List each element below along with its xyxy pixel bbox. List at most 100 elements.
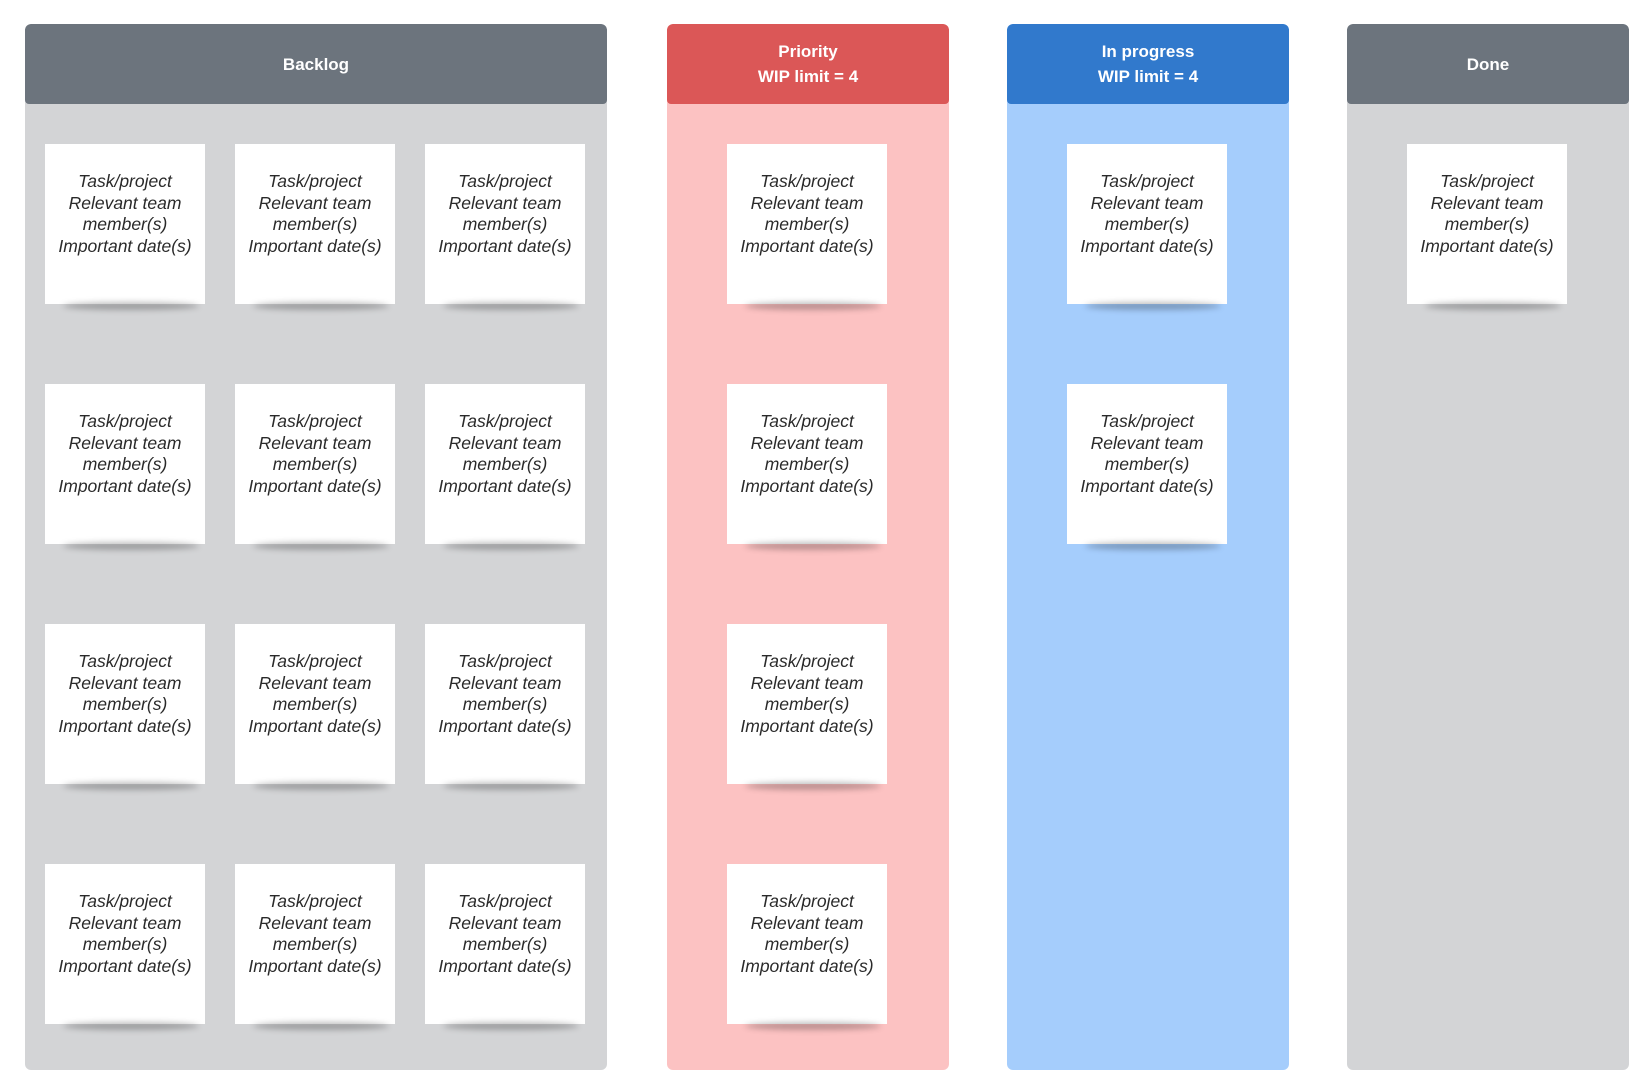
task-card-line4: Important date(s) [438, 715, 572, 736]
task-card-line3: member(s) [82, 214, 168, 234]
column-header-done: Done [1347, 24, 1629, 104]
task-card-line4: Important date(s) [1080, 475, 1214, 496]
task-card-line4: Important date(s) [1420, 235, 1554, 256]
task-card-line4: Important date(s) [248, 235, 382, 256]
column-title: Done [1466, 54, 1510, 74]
task-card-line2: Relevant team [258, 192, 372, 213]
task-card-line1: Task/project [760, 891, 854, 911]
task-card-line1: Task/project [458, 651, 552, 671]
task-card-line1: Task/project [78, 651, 172, 671]
column-header-priority: Priority WIP limit = 4 [667, 24, 949, 104]
task-card-line4: Important date(s) [438, 955, 572, 976]
task-card-line3: member(s) [82, 934, 168, 954]
task-card-line2: Relevant team [448, 912, 562, 933]
task-card-line3: member(s) [462, 214, 548, 234]
task-card-line3: member(s) [1104, 214, 1190, 234]
task-card-line3: member(s) [82, 454, 168, 474]
task-card-line1: Task/project [458, 171, 552, 191]
task-card-line4: Important date(s) [248, 475, 382, 496]
task-card-line2: Relevant team [1090, 432, 1204, 453]
task-card-line1: Task/project [78, 171, 172, 191]
task-card-line2: Relevant team [258, 672, 372, 693]
task-card-line4: Important date(s) [438, 235, 572, 256]
task-card-line3: member(s) [82, 694, 168, 714]
task-card-line3: member(s) [462, 694, 548, 714]
task-card-line2: Relevant team [68, 672, 182, 693]
task-card-line1: Task/project [760, 651, 854, 671]
task-card-line3: member(s) [272, 934, 358, 954]
task-card-line1: Task/project [1100, 411, 1194, 431]
task-card-line4: Important date(s) [740, 955, 874, 976]
task-card-line4: Important date(s) [58, 475, 192, 496]
task-card-line3: member(s) [764, 694, 850, 714]
task-card-line2: Relevant team [750, 672, 864, 693]
task-card-line2: Relevant team [68, 192, 182, 213]
task-card-line4: Important date(s) [740, 235, 874, 256]
task-card-line3: member(s) [272, 214, 358, 234]
task-card-line4: Important date(s) [58, 715, 192, 736]
task-card-line4: Important date(s) [58, 235, 192, 256]
task-card-line4: Important date(s) [740, 475, 874, 496]
task-card-line2: Relevant team [750, 432, 864, 453]
task-card-line3: member(s) [764, 214, 850, 234]
task-card-line1: Task/project [268, 411, 362, 431]
task-card-line4: Important date(s) [248, 715, 382, 736]
task-card-line1: Task/project [760, 171, 854, 191]
task-card-line2: Relevant team [68, 432, 182, 453]
task-card-line2: Relevant team [448, 432, 562, 453]
task-card-line3: member(s) [1104, 454, 1190, 474]
task-card-line2: Relevant team [750, 192, 864, 213]
task-card-line1: Task/project [458, 411, 552, 431]
task-card-line2: Relevant team [1430, 192, 1544, 213]
task-card-line1: Task/project [268, 651, 362, 671]
task-card-line4: Important date(s) [1080, 235, 1214, 256]
column-header-in-progress: In progress WIP limit = 4 [1007, 24, 1289, 104]
task-card-line1: Task/project [760, 411, 854, 431]
column-header-backlog: Backlog [25, 24, 607, 104]
task-card-line1: Task/project [1440, 171, 1534, 191]
task-card-line3: member(s) [1444, 214, 1530, 234]
task-card-line3: member(s) [272, 694, 358, 714]
task-card-line3: member(s) [462, 934, 548, 954]
column-title: In progress [1101, 42, 1195, 61]
task-card-line4: Important date(s) [740, 715, 874, 736]
task-card-line2: Relevant team [68, 912, 182, 933]
column-subtitle: WIP limit = 4 [1097, 67, 1199, 86]
task-card-line4: Important date(s) [58, 955, 192, 976]
task-card-line1: Task/project [78, 411, 172, 431]
task-card-line2: Relevant team [750, 912, 864, 933]
task-card-line2: Relevant team [1090, 192, 1204, 213]
